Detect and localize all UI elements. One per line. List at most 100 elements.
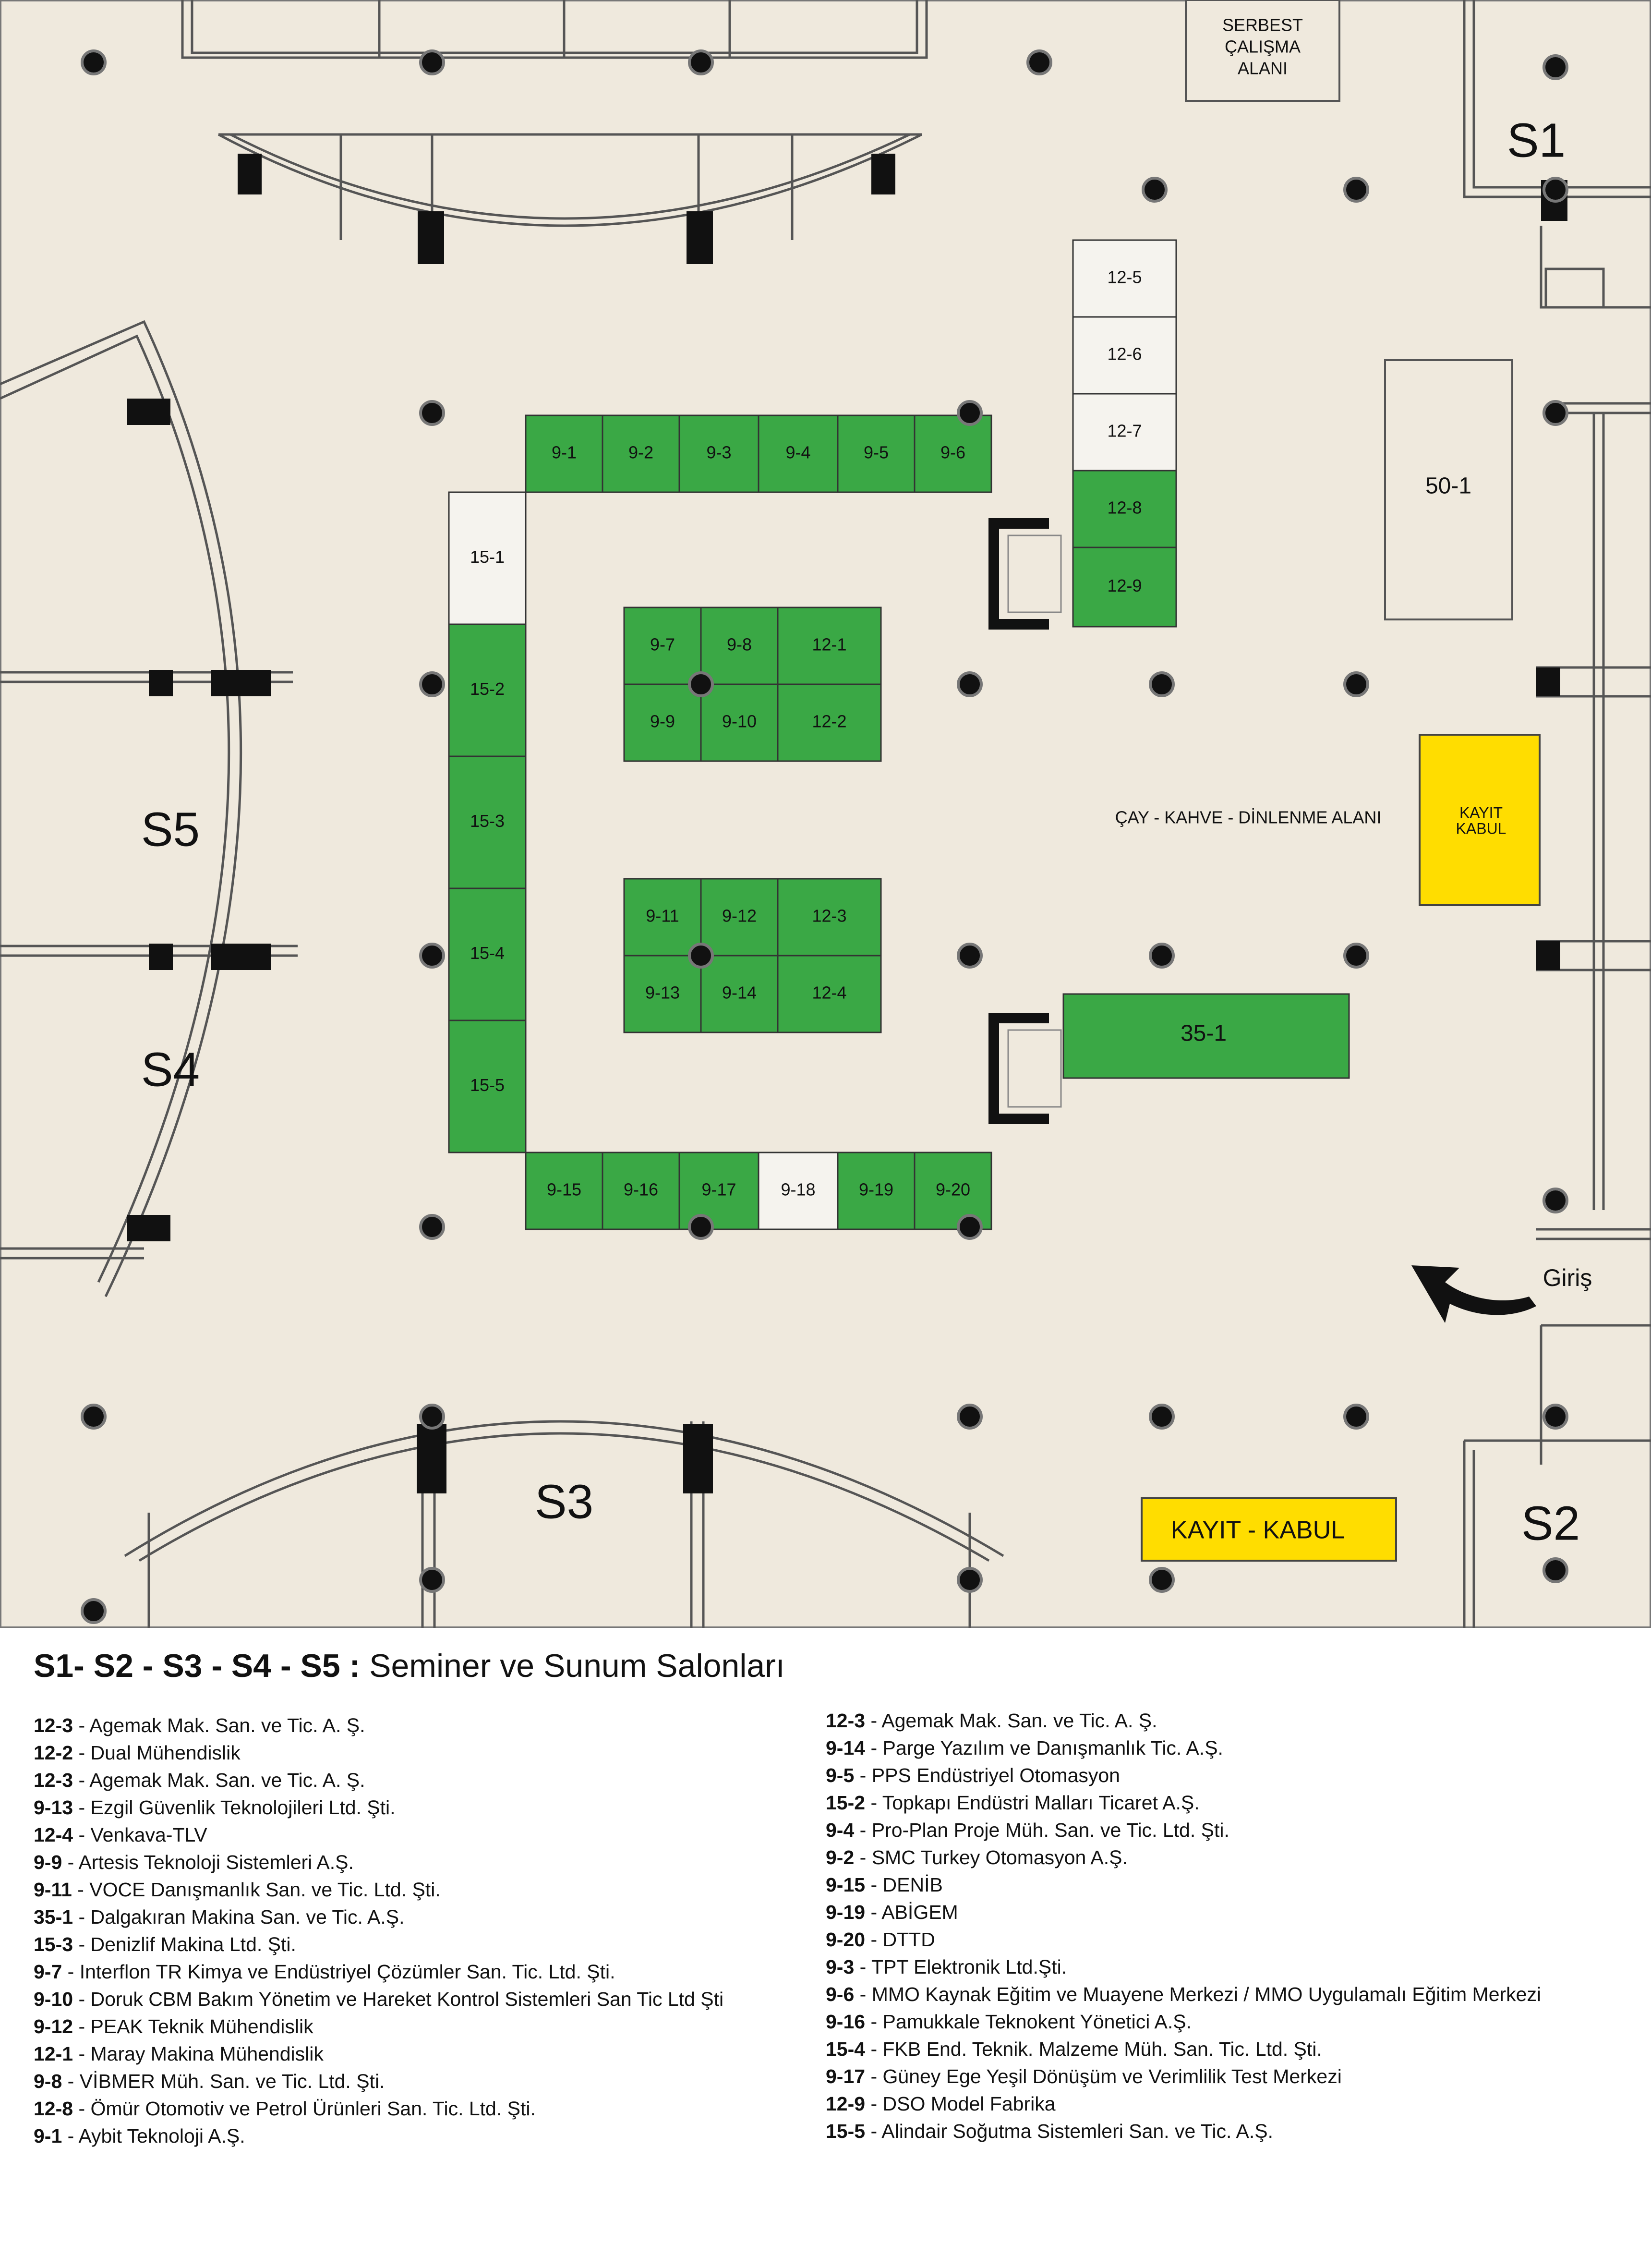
booth-12-2[interactable] — [777, 683, 882, 762]
booth-50-1-label: 50-1 — [1425, 473, 1471, 499]
legend-row: 9-5 - PPS Endüstriyel Otomasyon — [826, 1762, 1541, 1789]
legend-row: 12-2 - Dual Mühendislik — [34, 1739, 723, 1767]
legend-exhibitor-name: - VOCE Danışmanlık San. ve Tic. Ltd. Şti… — [72, 1879, 441, 1901]
legend-exhibitor-name: - FKB End. Teknik. Malzeme Müh. San. Tic… — [865, 2038, 1322, 2060]
booth-12-1[interactable] — [777, 606, 882, 685]
legend-title-halls: S1- S2 - S3 - S4 - S5 : — [34, 1648, 361, 1684]
legend-code: 9-11 — [34, 1879, 72, 1901]
booth-9-16[interactable] — [602, 1152, 680, 1230]
booth-label: 9-12 — [722, 906, 757, 926]
legend-code: 9-6 — [826, 1983, 855, 2005]
booth-9-5[interactable] — [837, 414, 916, 493]
hall-s4-label: S4 — [141, 1043, 200, 1096]
booth-9-3[interactable] — [678, 414, 759, 493]
legend-row: 9-19 - ABİGEM — [826, 1899, 1541, 1926]
booth-9-20[interactable] — [914, 1152, 992, 1230]
legend-row: 9-7 - Interflon TR Kimya ve Endüstriyel … — [34, 1958, 723, 1986]
booth-label: 9-17 — [701, 1180, 736, 1200]
booth-9-9[interactable] — [623, 683, 702, 762]
booth-12-8[interactable] — [1072, 470, 1177, 548]
legend-code: 9-15 — [826, 1874, 866, 1896]
kayit-kabul-side — [1419, 734, 1541, 906]
booth-12-3[interactable] — [777, 878, 882, 957]
booth-15-2[interactable] — [448, 623, 527, 757]
legend-code: 9-20 — [826, 1928, 866, 1951]
booth-label: 9-8 — [727, 635, 752, 655]
booth-12-6[interactable] — [1072, 316, 1177, 395]
column — [81, 49, 107, 75]
booth-9-14[interactable] — [700, 955, 779, 1033]
serbest-label-2: ÇALIŞMA — [1225, 37, 1301, 57]
booth-label: 15-1 — [470, 547, 505, 567]
column — [1026, 49, 1052, 75]
booth-9-15[interactable] — [525, 1152, 603, 1230]
column — [688, 671, 714, 697]
column — [419, 671, 445, 697]
booth-9-10[interactable] — [700, 683, 779, 762]
column — [419, 400, 445, 426]
booth-50-1[interactable] — [1384, 359, 1513, 620]
legend-row: 15-5 - Alindair Soğutma Sistemleri San. … — [826, 2118, 1541, 2145]
booth-15-3[interactable] — [448, 755, 527, 889]
legend-exhibitor-name: - Dalgakıran Makina San. ve Tic. A.Ş. — [73, 1906, 405, 1928]
serbest-calisma-area — [1185, 0, 1340, 102]
legend-code: 15-5 — [826, 2120, 866, 2142]
booth-15-1[interactable] — [448, 491, 527, 625]
column — [957, 1567, 983, 1593]
legend-code: 9-17 — [826, 2065, 866, 2087]
booth-9-1[interactable] — [525, 414, 603, 493]
legend-code: 12-3 — [34, 1769, 73, 1791]
column — [957, 1404, 983, 1430]
column — [957, 943, 983, 969]
booth-label: 9-4 — [785, 443, 810, 462]
booth-9-13[interactable] — [623, 955, 702, 1033]
legend-exhibitor-name: - PEAK Teknik Mühendislik — [73, 2015, 313, 2038]
legend-exhibitor-name: - DSO Model Fabrika — [865, 2093, 1056, 2115]
booth-label: 9-2 — [628, 443, 653, 462]
booth-label: 9-3 — [706, 443, 731, 462]
legend-exhibitor-name: - Topkapı Endüstri Malları Ticaret A.Ş. — [865, 1792, 1200, 1814]
legend-row: 9-13 - Ezgil Güvenlik Teknolojileri Ltd.… — [34, 1794, 723, 1821]
booth-label: 9-1 — [552, 443, 577, 462]
cay-kahve-area-label: ÇAY - KAHVE - DİNLENME ALANI — [1115, 808, 1382, 827]
booth-9-7[interactable] — [623, 606, 702, 685]
booth-12-5[interactable] — [1072, 239, 1177, 318]
column — [419, 1404, 445, 1430]
booth-35-1[interactable] — [1062, 993, 1350, 1079]
legend-code: 12-3 — [34, 1714, 73, 1736]
column — [1343, 177, 1369, 203]
booth-9-4[interactable] — [758, 414, 839, 493]
legend-row: 12-8 - Ömür Otomotiv ve Petrol Ürünleri … — [34, 2095, 723, 2122]
booth-15-5[interactable] — [448, 1019, 527, 1153]
column — [419, 1567, 445, 1593]
legend-exhibitor-name: - Alindair Soğutma Sistemleri San. ve Ti… — [865, 2120, 1274, 2142]
booth-label: 12-2 — [812, 712, 846, 731]
legend-exhibitor-name: - Güney Ege Yeşil Dönüşüm ve Verimlilik … — [865, 2065, 1342, 2087]
booth-9-2[interactable] — [602, 414, 680, 493]
legend-row: 12-3 - Agemak Mak. San. ve Tic. A. Ş. — [826, 1707, 1541, 1734]
legend-exhibitor-name: - Dual Mühendislik — [73, 1742, 241, 1764]
legend-exhibitor-name: - Ömür Otomotiv ve Petrol Ürünleri San. … — [73, 2098, 536, 2120]
entrance-arrow-icon — [1411, 1265, 1536, 1323]
booth-label: 9-15 — [547, 1180, 581, 1200]
legend-row: 9-15 - DENİB — [826, 1871, 1541, 1899]
column — [81, 1404, 107, 1430]
column — [1142, 177, 1168, 203]
legend-code: 9-3 — [826, 1956, 855, 1978]
legend-row: 9-16 - Pamukkale Teknokent Yönetici A.Ş. — [826, 2008, 1541, 2036]
booth-9-6[interactable] — [914, 414, 992, 493]
legend-row: 12-3 - Agemak Mak. San. ve Tic. A. Ş. — [34, 1712, 723, 1739]
booth-9-8[interactable] — [700, 606, 779, 685]
booth-12-4[interactable] — [777, 955, 882, 1033]
kayit-kabul-bottom-label: KAYIT - KABUL — [1171, 1516, 1345, 1544]
legend-code: 12-4 — [34, 1824, 73, 1846]
kayit-kabul-side-label-1: KAYIT — [1459, 804, 1503, 821]
booth-12-7[interactable] — [1072, 393, 1177, 472]
booth-label: 9-7 — [650, 635, 675, 655]
column — [688, 1214, 714, 1240]
booth-12-9[interactable] — [1072, 546, 1177, 628]
booth-9-18[interactable] — [758, 1152, 839, 1230]
legend-row: 9-4 - Pro-Plan Proje Müh. San. ve Tic. L… — [826, 1817, 1541, 1844]
legend-exhibitor-name: - DENİB — [865, 1874, 943, 1896]
column — [419, 49, 445, 75]
